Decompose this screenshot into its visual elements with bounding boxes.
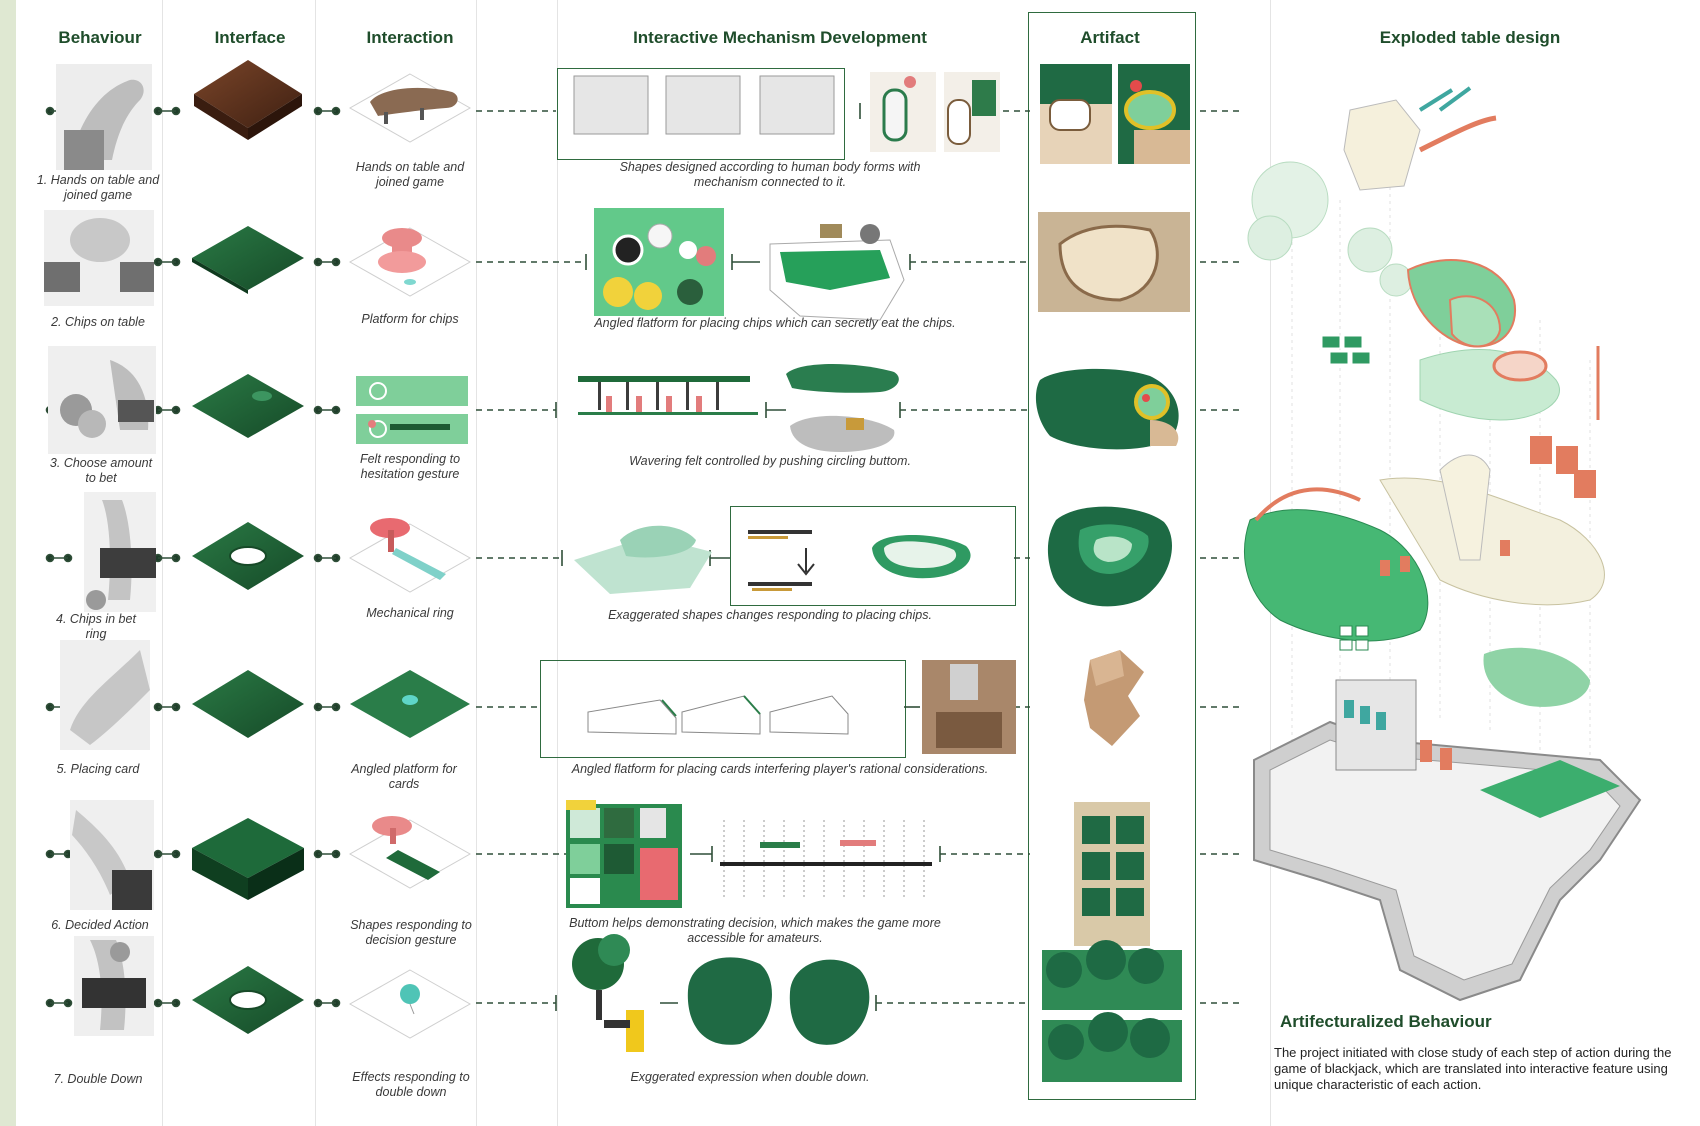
interaction-hand-rest <box>348 73 472 143</box>
mechanism-frame-5 <box>540 660 906 758</box>
header-behaviour: Behaviour <box>58 28 142 47</box>
exploded-middle-layer <box>1244 454 1605 707</box>
chip-eating-model <box>769 224 905 321</box>
connector-row-6 <box>45 846 1240 862</box>
exploded-top-pieces <box>1247 86 1497 297</box>
interaction-caption-6: Shapes responding to decision gesture <box>350 918 472 947</box>
artifact-photo-4 <box>1047 506 1172 607</box>
mechanism-caption-1: Shapes designed according to human body … <box>619 160 921 189</box>
interaction-decision-shapes <box>348 816 472 889</box>
angled-card-sketches <box>587 695 849 735</box>
interface-tiles <box>192 60 304 1034</box>
exploded-table-drawing <box>1244 86 1642 1002</box>
chip-eating-platform <box>594 208 724 316</box>
header-exploded: Exploded table design <box>1379 28 1561 47</box>
cnc-photo <box>922 660 1016 754</box>
interface-tile-ring-7 <box>192 966 304 1034</box>
header-mechanism: Interactive Mechanism Development <box>633 28 927 47</box>
double-down-photos <box>687 957 870 1045</box>
exploded-base-layer <box>1253 679 1642 1002</box>
interface-tile-felt-2 <box>192 226 304 294</box>
hand-photo-5 <box>60 640 150 750</box>
interface-tile-felt-3 <box>192 374 304 438</box>
mechanism-caption-2: Angled flatform for placing chips which … <box>594 316 956 330</box>
interaction-felt-strips <box>356 376 468 444</box>
summary-title: Artifecturalized Behaviour <box>1280 1012 1492 1031</box>
wavering-felt-section <box>578 376 758 415</box>
interaction-caption-1: Hands on table and joined game <box>355 160 465 189</box>
behaviour-caption-1: 1. Hands on table and joined game <box>36 173 160 202</box>
summary-body: The project initiated with close study o… <box>1274 1045 1672 1092</box>
interaction-caption-4: Mechanical ring <box>366 606 454 620</box>
mechanism-frame-1 <box>557 68 845 160</box>
behaviour-caption-6: 6. Decided Action <box>51 918 149 932</box>
behaviour-caption-4: 4. Chips in bet ring <box>56 612 136 641</box>
interaction-caption-2: Platform for chips <box>361 312 459 326</box>
column-divider <box>162 0 163 1126</box>
header-interface: Interface <box>214 28 286 47</box>
mechanism-caption-7: Exggerated expression when double down. <box>630 1070 870 1084</box>
hand-sketches <box>573 75 835 135</box>
interaction-caption-3: Felt responding to hesitation gesture <box>359 452 461 481</box>
interaction-caption-5: Angled platform for cards <box>351 762 457 791</box>
mechanism-graphics <box>566 72 1016 1052</box>
interaction-mechanical-ring <box>348 518 472 593</box>
hand-photo-1 <box>56 64 152 170</box>
double-down-mechanism <box>572 934 644 1052</box>
hand-photo-6 <box>70 800 154 910</box>
decision-button-elevation <box>720 820 932 900</box>
hand-photo-7 <box>74 936 154 1036</box>
interface-tile-ring-4 <box>192 522 304 590</box>
interface-tile-wood <box>194 60 302 140</box>
mechanism-frame-4 <box>730 506 1016 606</box>
connector-row-4 <box>45 550 1240 566</box>
interface-tile-felt-5 <box>192 670 304 738</box>
exaggerated-shapes-render <box>574 525 712 594</box>
mechanism-caption-3: Wavering felt controlled by pushing circ… <box>629 454 911 468</box>
mechanism-caption-5: Angled flatform for placing cards interf… <box>571 762 989 776</box>
behaviour-photos <box>44 64 156 1036</box>
column-divider <box>557 0 558 1126</box>
mechanism-caption-6: Buttom helps demonstrating decision, whi… <box>569 916 941 945</box>
connector-row-7 <box>45 995 1240 1011</box>
interaction-diagrams <box>348 73 472 1039</box>
hand-photo-2 <box>44 210 154 306</box>
interaction-double-down <box>348 969 472 1039</box>
behaviour-caption-2: 2. Chips on table <box>51 315 145 329</box>
interaction-card-platform <box>350 670 470 738</box>
artifact-photos <box>1035 64 1190 1082</box>
interaction-chip-platform <box>348 227 472 297</box>
exaggerated-shapes-diagram <box>748 530 971 591</box>
hand-photo-3 <box>48 346 156 454</box>
header-interaction: Interaction <box>366 28 454 47</box>
artifact-column-frame <box>1028 12 1196 1100</box>
interface-tile-block-6 <box>192 818 304 900</box>
artifact-photo-3 <box>1035 368 1179 450</box>
behaviour-caption-7: 7. Double Down <box>53 1072 143 1086</box>
behaviour-caption-3: 3. Choose amount to bet <box>49 456 153 485</box>
artifact-photo-2 <box>1038 212 1190 312</box>
wavering-felt-model <box>786 364 899 452</box>
connector-row-5 <box>45 702 1240 712</box>
decision-button-plan <box>566 800 682 908</box>
artifact-photo-6 <box>1074 802 1150 946</box>
mechanism-photo-1 <box>870 72 1000 152</box>
artifact-photo-5 <box>1084 650 1144 746</box>
hand-photo-4 <box>84 492 156 612</box>
row-connectors <box>45 103 1240 1011</box>
column-divider <box>476 0 477 1126</box>
mechanism-caption-4: Exaggerated shapes changes responding to… <box>608 608 932 622</box>
behaviour-caption-5: 5. Placing card <box>56 762 140 776</box>
column-divider <box>315 0 316 1126</box>
artifact-photo-1 <box>1040 64 1190 164</box>
header-artifact: Artifact <box>1080 28 1140 47</box>
interaction-caption-7: Effects responding to double down <box>352 1070 470 1099</box>
exploded-felt-layer <box>1321 259 1600 498</box>
artifact-photo-7 <box>1042 940 1182 1082</box>
